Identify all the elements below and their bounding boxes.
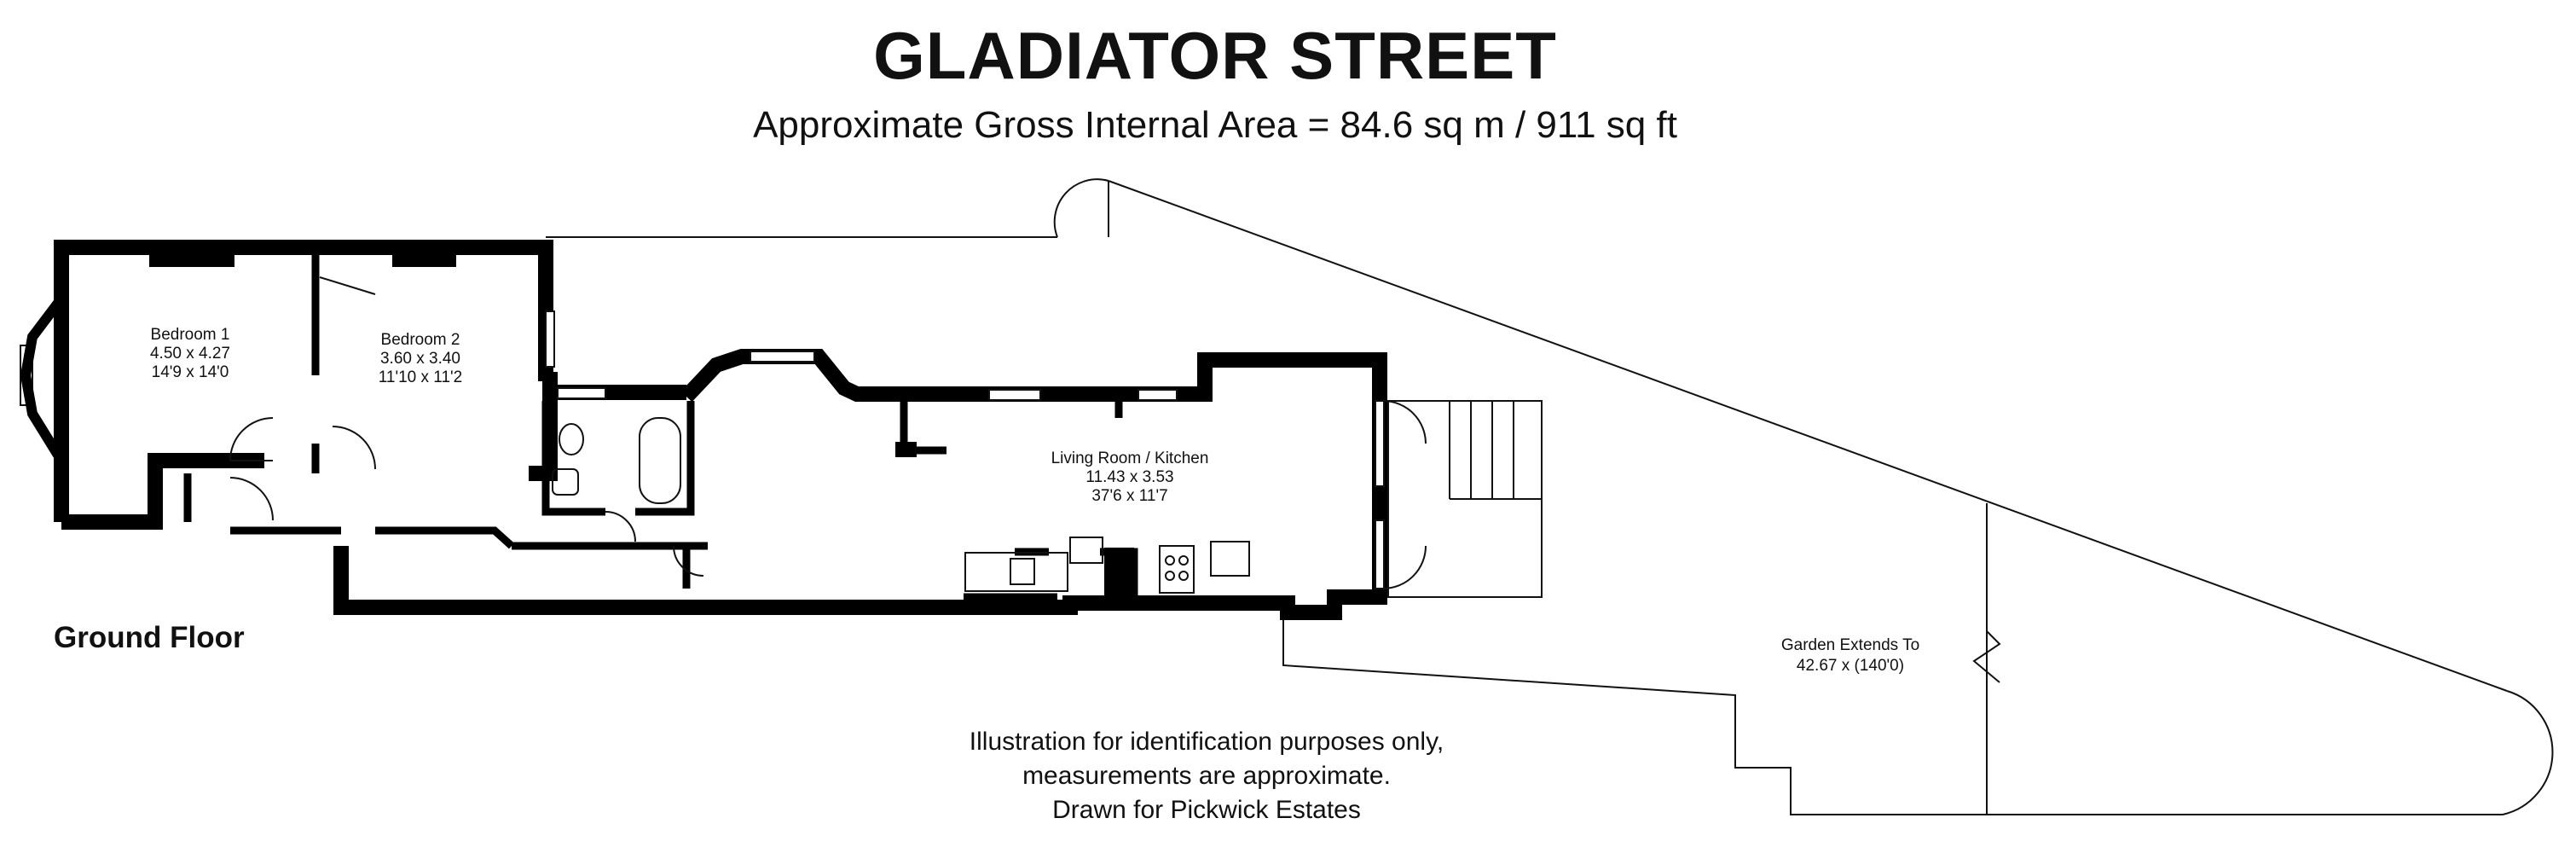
room-metric: 11.43 x 3.53 [1085,468,1173,486]
room-name: Bedroom 2 [381,331,460,349]
area-subtitle: Approximate Gross Internal Area = 84.6 s… [753,104,1677,146]
room-name: Living Room / Kitchen [1051,450,1209,467]
windows [20,310,1385,589]
bay-window [20,295,67,464]
bathroom-fixtures [552,417,681,504]
garden-size: 42.67 x (140'0) [1797,657,1904,675]
room-label-living-room-kitchen: Living Room / Kitchen 11.43 x 3.53 37'6 … [1051,450,1209,505]
room-name: Bedroom 1 [151,326,230,344]
disclaimer-line: Drawn for Pickwick Estates [1052,796,1361,824]
garden-label-text: Garden Extends To [1781,636,1919,654]
wall-blocks [149,252,1134,603]
room-imperial: 11'10 x 11'2 [379,368,462,386]
disclaimer: Illustration for identification purposes… [938,725,1475,827]
garden-label: Garden Extends To 42.67 x (140'0) [1781,636,1919,675]
page-title: GLADIATOR STREET [873,18,1557,93]
garden-steps [1387,400,1543,598]
room-metric: 4.50 x 4.27 [150,345,230,363]
room-label-bedroom-1: Bedroom 1 4.50 x 4.27 14'9 x 14'0 [150,326,230,381]
disclaimer-line: measurements are approximate. [1022,762,1391,790]
walls [54,240,1387,620]
garden-boundary [546,178,2554,815]
room-imperial: 37'6 x 11'7 [1091,487,1167,505]
room-metric: 3.60 x 3.40 [380,350,460,368]
room-imperial: 14'9 x 14'0 [152,363,229,381]
kitchen-units [964,537,1250,594]
room-label-bedroom-2: Bedroom 2 3.60 x 3.40 11'10 x 11'2 [379,331,462,386]
floor-label: Ground Floor [54,621,245,654]
disclaimer-line: Illustration for identification purposes… [969,728,1444,756]
interior-walls [183,254,1138,601]
